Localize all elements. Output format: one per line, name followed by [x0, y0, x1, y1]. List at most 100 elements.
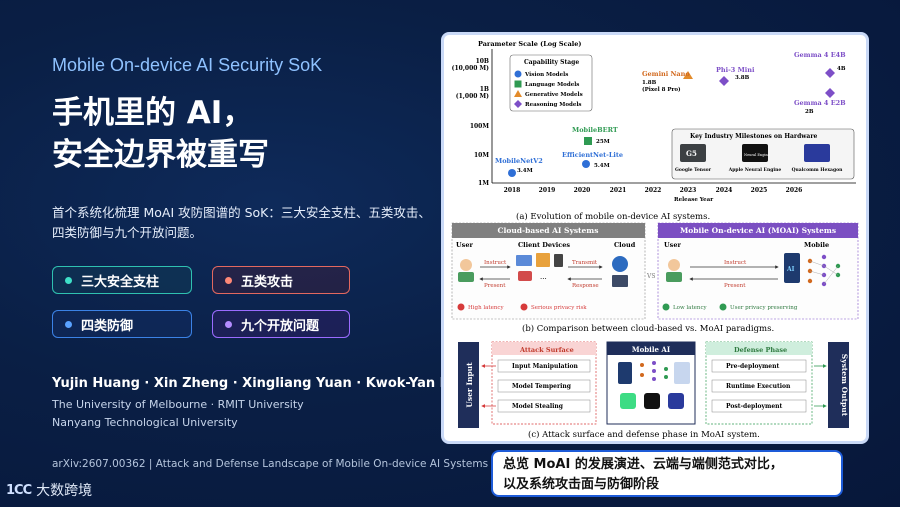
moai-title: Mobile On-device AI (MOAI) Systems — [680, 226, 836, 235]
legend-item: Reasoning Models — [525, 102, 582, 108]
x-icon — [520, 303, 528, 311]
cloud-panel-header — [452, 223, 645, 238]
issue-privacy: Serious privacy risk — [531, 305, 587, 311]
dot-icon — [225, 320, 232, 328]
diamond-icon — [514, 100, 522, 108]
logo-text: 大数跨境 — [36, 483, 93, 499]
chip-icon — [674, 362, 690, 384]
neural-network-icon — [640, 361, 668, 381]
note-gemini-nano: (Pixel 8 Pro) — [642, 86, 681, 93]
cloud-arrow-instruct: Instruct — [484, 260, 507, 266]
value-mobilebert: 25M — [596, 139, 610, 145]
caption-a: (a) Evolution of mobile on-device AI sys… — [516, 211, 710, 222]
defense-item: Runtime Execution — [726, 383, 791, 390]
cloud-col-user: User — [456, 241, 473, 249]
brand-logo: 1CC 大数跨境 — [6, 480, 92, 500]
x-tick: 2025 — [751, 187, 768, 194]
chip-label: Neural Engine — [744, 153, 770, 157]
laptop-icon — [516, 255, 532, 266]
point-gemini-nano — [683, 71, 693, 79]
attack-title: Attack Surface — [519, 346, 574, 354]
circle-icon — [514, 70, 522, 78]
cloud-ai-icon — [612, 256, 628, 272]
label-efficientnet-lite: EfficientNet-Lite — [562, 151, 623, 159]
y-tick: (10,000 M) — [452, 65, 490, 72]
moai-panel-header — [658, 223, 858, 238]
car-icon — [518, 271, 532, 281]
title-line-1: 手机里的 AI， — [52, 95, 254, 131]
user-body-icon — [666, 272, 682, 282]
pill-security-pillars: 三大安全支柱 — [52, 266, 192, 294]
phone-chip-icon — [618, 362, 632, 384]
moai-col-user: User — [664, 241, 681, 249]
label-gemma-4-e4b: Gemma 4 E4B — [794, 51, 846, 59]
cloud-arrow-present: Present — [484, 283, 506, 289]
square-icon — [514, 80, 522, 88]
apple-neural-engine-chip-icon — [742, 144, 768, 162]
defense-phase-header — [706, 342, 812, 355]
vs-label: VS — [646, 273, 655, 280]
cloud-arrow-transmit: Transmit — [572, 260, 598, 266]
y-tick: 1M — [478, 180, 489, 187]
x-tick: 2024 — [716, 187, 733, 194]
point-mobilenetv2 — [508, 169, 516, 177]
cloud-panel — [451, 222, 646, 320]
ellipsis: ... — [540, 273, 547, 281]
defense-title: Defense Phase — [734, 346, 787, 354]
check-icon — [662, 303, 670, 311]
y-tick: 10B — [476, 58, 489, 65]
x-tick: 2022 — [645, 187, 662, 194]
server-icon — [612, 275, 628, 287]
caption-b: (b) Comparison between cloud-based vs. M… — [522, 323, 774, 334]
label-gemini-nano: Gemini Nano — [642, 70, 690, 78]
arxiv-reference: arXiv:2607.00362 | Attack and Defense La… — [52, 458, 489, 470]
y-tick: 10M — [474, 152, 489, 159]
x-tick: 2019 — [539, 187, 556, 194]
dot-icon — [65, 320, 72, 328]
axis-x-label: Release Year — [674, 197, 713, 203]
y-tick: 100M — [470, 123, 490, 130]
neural-network-icon — [807, 254, 841, 287]
mobile-ai-title: Mobile AI — [632, 345, 670, 354]
legend-title: Capability Stage — [524, 59, 579, 66]
description: 首个系统化梳理 MoAI 攻防图谱的 SoK：三大安全支柱、五类攻击、四类防御与… — [52, 205, 431, 240]
defense-item-box — [711, 379, 807, 393]
cloud-col-cloud: Cloud — [614, 241, 636, 249]
x-icon — [457, 303, 465, 311]
defense-item-box — [711, 399, 807, 413]
cloud-col-client: Client Devices — [518, 241, 570, 249]
x-tick: 2023 — [680, 187, 697, 194]
attack-item: Input Manipulation — [512, 363, 579, 370]
figure-svg: Parameter Scale (Log Scale) 10B (10,000 … — [451, 40, 859, 440]
user-input-label: User Input — [465, 362, 474, 408]
affiliation-line-1: The University of Melbourne · RMIT Unive… — [52, 398, 304, 411]
milestone-label: Qualcomm Hexagon — [792, 167, 844, 173]
check-icon — [719, 303, 727, 311]
legend-item: Vision Models — [524, 72, 568, 78]
monitor-icon — [536, 253, 550, 267]
apple-icon — [644, 393, 660, 409]
point-gemma-4-e2b — [825, 88, 835, 98]
point-gemma-4-e4b — [825, 68, 835, 78]
attack-item-box — [497, 359, 591, 373]
mobile-ai-chip: AI — [786, 266, 795, 273]
phone-icon — [554, 254, 563, 267]
moai-col-mobile: Mobile — [804, 241, 829, 249]
attack-item: Model Stealing — [512, 403, 564, 410]
benefit-privacy: User privacy preserving — [730, 305, 798, 311]
value-gemma-4-e4b: 4B — [837, 66, 846, 72]
label-gemma-4-e2b: Gemma 4 E2B — [794, 99, 846, 107]
legend-item: Language Models — [525, 82, 579, 88]
attack-item-box — [497, 379, 591, 393]
legend-item: Generative Models — [525, 92, 583, 98]
caption-c: (c) Attack surface and defense phase in … — [528, 429, 760, 440]
user-body-icon — [458, 272, 474, 282]
pill-defense-types: 四类防御 — [52, 310, 192, 338]
pill-attack-types: 五类攻击 — [212, 266, 350, 294]
benefit-latency: Low latency — [673, 305, 708, 311]
user-icon — [460, 259, 472, 271]
milestone-label: Google Tensor — [675, 167, 712, 173]
logo-mark-icon: 1CC — [6, 482, 32, 498]
x-tick: 2021 — [610, 187, 627, 194]
label-mobilebert: MobileBERT — [572, 126, 618, 134]
